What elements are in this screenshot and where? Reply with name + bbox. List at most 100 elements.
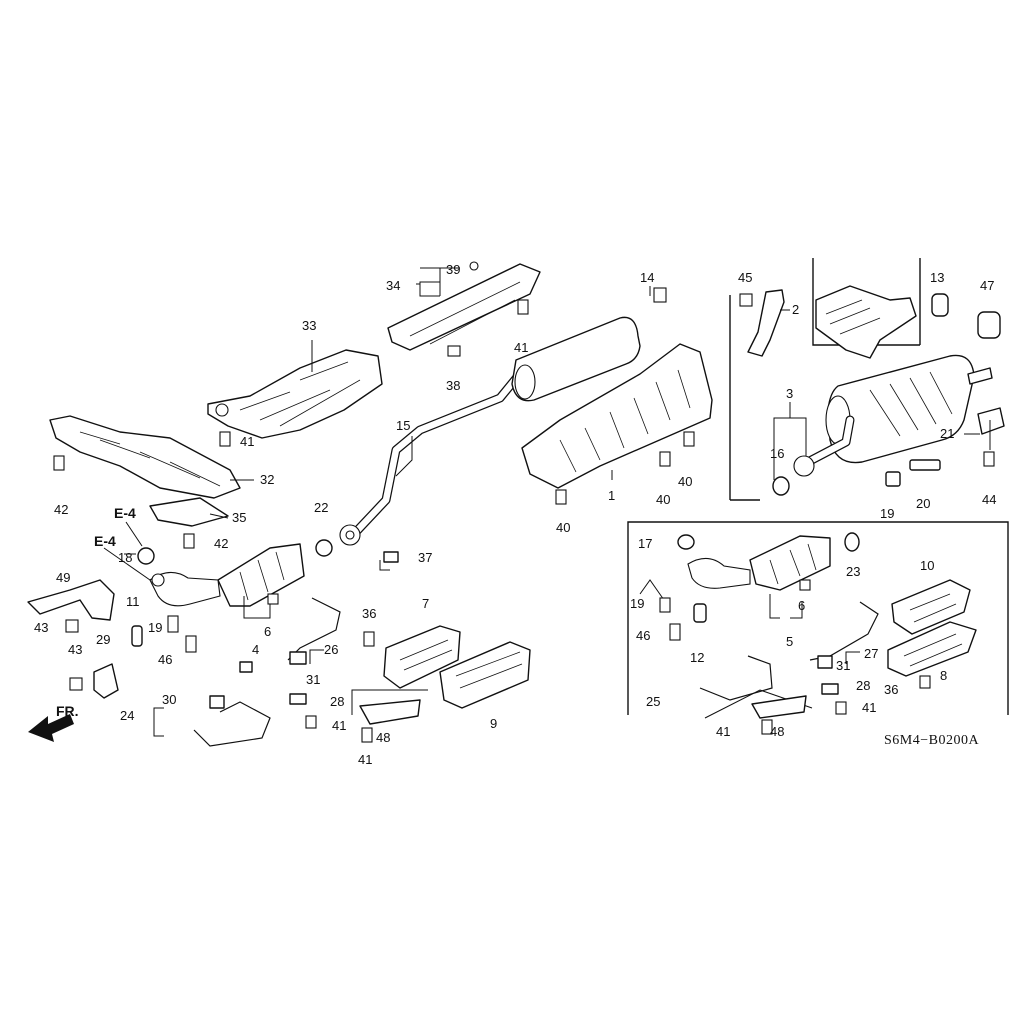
callout-1: 1	[608, 488, 615, 503]
callout-26: 26	[324, 642, 338, 657]
catalytic-converter-alt	[687, 535, 831, 591]
callout-47: 47	[980, 278, 994, 293]
sensor-wire-25	[699, 655, 773, 701]
connector-30	[209, 695, 225, 709]
callout-43-a: 43	[34, 620, 48, 635]
sensor-wire-24	[193, 701, 271, 747]
callout-29: 29	[96, 632, 110, 647]
gasket-23	[844, 532, 860, 552]
callout-11: 11	[126, 594, 140, 609]
ref-label-e4-bottom: E-4	[94, 533, 116, 549]
callout-42-b: 42	[214, 536, 228, 551]
callout-33: 33	[302, 318, 316, 333]
callout-10: 10	[920, 558, 934, 573]
rubber-mount-13	[931, 293, 949, 317]
callout-32: 32	[260, 472, 274, 487]
muffler-top-detail	[815, 285, 917, 359]
heat-shield-bracket	[387, 263, 541, 351]
callout-23: 23	[846, 564, 860, 579]
callout-40-b: 40	[656, 492, 670, 507]
callout-28-left: 28	[330, 694, 344, 709]
callout-22: 22	[314, 500, 328, 515]
callout-41-d: 41	[358, 752, 372, 767]
nut-37	[383, 551, 399, 563]
gasket-18	[137, 547, 155, 565]
callout-14: 14	[640, 270, 654, 285]
leader-lines	[124, 267, 991, 737]
callout-8: 8	[940, 668, 947, 683]
bracket-29	[93, 663, 119, 699]
callout-16: 16	[770, 446, 784, 461]
bolt-20	[909, 459, 941, 471]
front-direction-label: FR.	[56, 703, 79, 719]
connector-left	[239, 661, 253, 673]
clip-28-left	[289, 693, 307, 705]
callout-13: 13	[930, 270, 944, 285]
rubber-12	[693, 603, 707, 623]
callout-31-right: 31	[836, 658, 850, 673]
bracket-48-left	[359, 699, 421, 725]
heat-shield-10	[891, 579, 971, 635]
callout-36-right: 36	[884, 682, 898, 697]
converter-9	[439, 641, 531, 709]
alt-engine-frame	[627, 521, 1009, 715]
callout-48-a: 48	[376, 730, 390, 745]
callout-48-b: 48	[770, 724, 784, 739]
callout-2: 2	[792, 302, 799, 317]
callout-41-c: 41	[332, 718, 346, 733]
callout-27: 27	[864, 646, 878, 661]
callout-44: 44	[982, 492, 996, 507]
callout-19-left: 19	[148, 620, 162, 635]
callout-19-right: 19	[630, 596, 644, 611]
muffler	[793, 354, 1005, 477]
callout-labels: 1 2 3 4 5 6 6 7 8 9 10 11 12 13 14 15 16…	[34, 262, 996, 767]
callout-6-left: 6	[264, 624, 271, 639]
callout-40-c: 40	[678, 474, 692, 489]
callout-41-b: 41	[240, 434, 254, 449]
callout-30: 30	[162, 692, 176, 707]
heat-shield-front	[49, 415, 241, 499]
heat-shield-center	[521, 343, 713, 489]
callout-12: 12	[690, 650, 704, 665]
callout-20: 20	[916, 496, 930, 511]
callout-6-right: 6	[798, 598, 805, 613]
callout-18: 18	[118, 550, 132, 565]
callout-21: 21	[940, 426, 954, 441]
callout-17: 17	[638, 536, 652, 551]
heat-shield-small	[149, 497, 229, 527]
bracket-49	[27, 579, 115, 621]
callout-40-a: 40	[556, 520, 570, 535]
bracket-48-right	[751, 695, 807, 719]
rubber-11	[131, 625, 143, 647]
bracket-frame-left	[351, 689, 428, 715]
clip-31-right	[817, 655, 833, 669]
muffler-detail-frame	[729, 258, 921, 500]
callout-37: 37	[418, 550, 432, 565]
spring-19	[885, 471, 901, 487]
exhaust-pipe	[339, 316, 641, 546]
callout-31-left: 31	[306, 672, 320, 687]
callout-49: 49	[56, 570, 70, 585]
callout-46-a: 46	[158, 652, 172, 667]
callout-9: 9	[490, 716, 497, 731]
hanger-bracket	[747, 289, 785, 357]
callout-5: 5	[786, 634, 793, 649]
callout-41-f: 41	[862, 700, 876, 715]
clip-28-right	[821, 683, 839, 695]
callout-15: 15	[396, 418, 410, 433]
ref-arrow-2	[103, 547, 151, 581]
callout-35: 35	[232, 510, 246, 525]
diagram-code: S6M4−B0200A	[884, 733, 979, 748]
callout-42-a: 42	[54, 502, 68, 517]
fasteners	[53, 261, 995, 743]
callout-24: 24	[120, 708, 134, 723]
callout-43-b: 43	[68, 642, 82, 657]
catalytic-converter	[149, 543, 305, 607]
callout-34: 34	[386, 278, 400, 293]
rubber-mount-47	[977, 311, 1001, 339]
callout-39: 39	[446, 262, 460, 277]
converter-cover-7	[383, 625, 461, 689]
clip-31-left	[289, 651, 307, 665]
gasket-22	[315, 539, 333, 557]
